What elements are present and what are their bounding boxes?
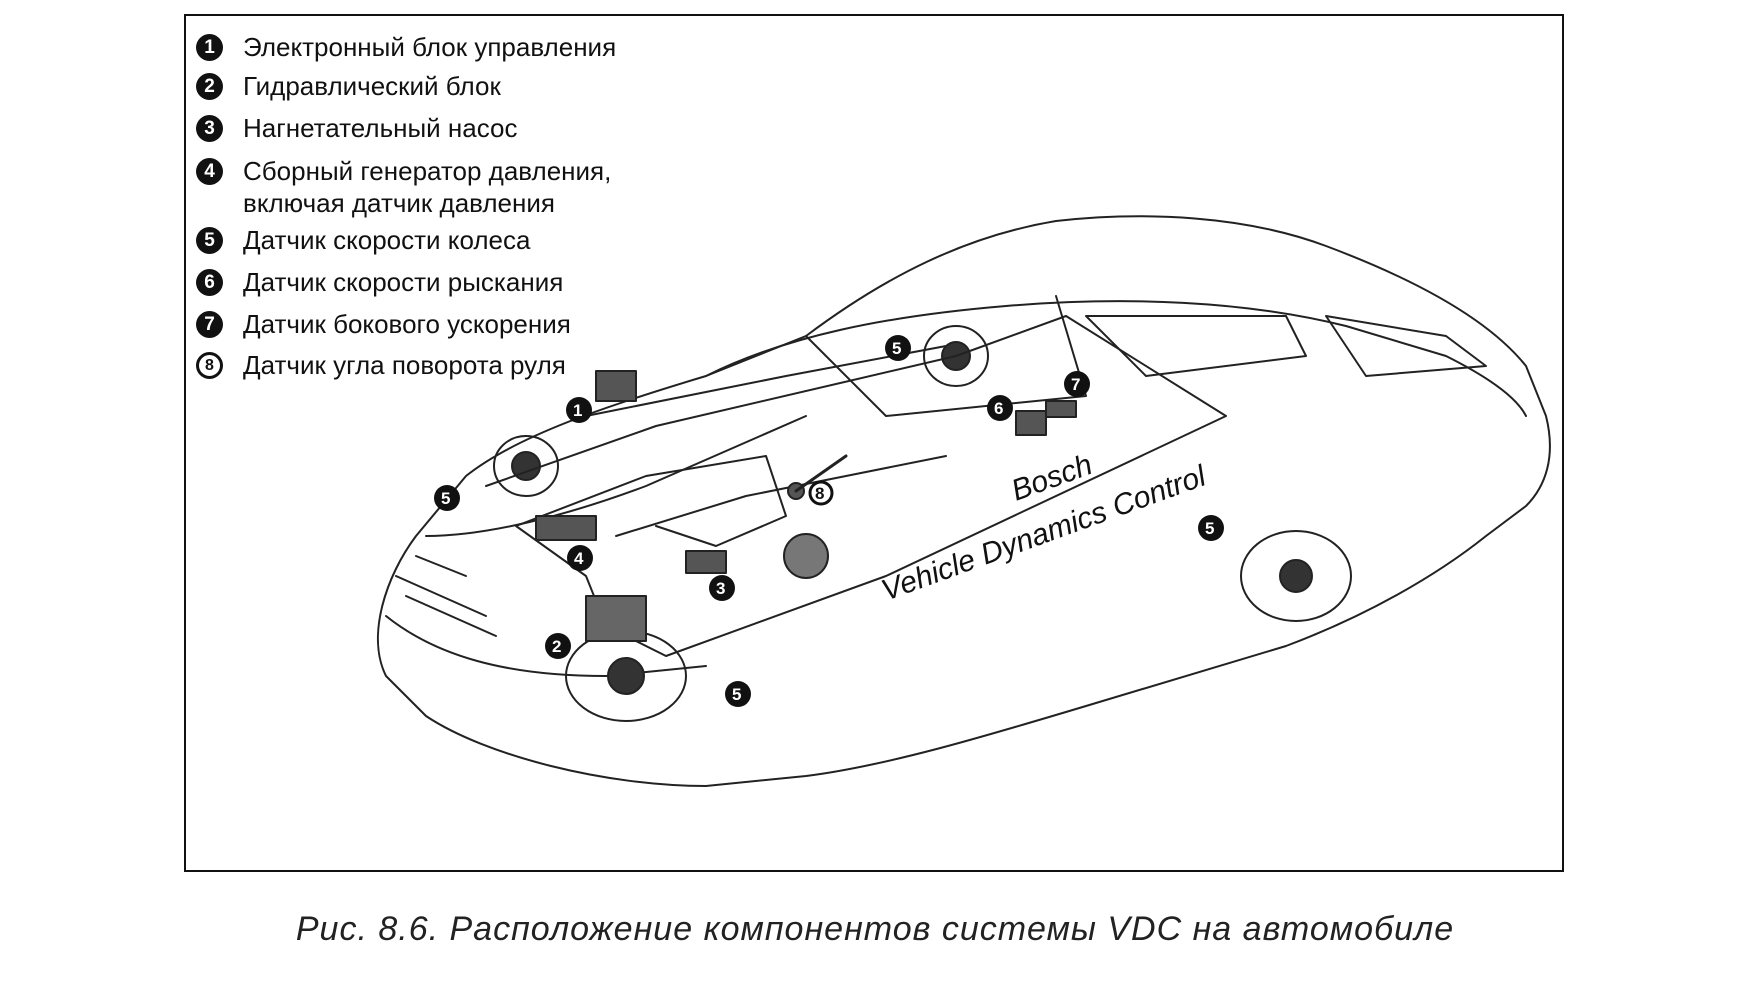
figure-frame — [184, 14, 1564, 872]
legend-item-5: 5 Датчик скорости колеса — [196, 225, 531, 256]
car-bumper — [385, 615, 707, 677]
marker-5-front-right: 5 — [885, 335, 911, 361]
car-hood-line — [425, 415, 807, 537]
legend-item-6: 6 Датчик скорости рыскания — [196, 267, 564, 298]
legend-number-2: 2 — [196, 73, 223, 100]
marker-5d-label: 5 — [1205, 519, 1214, 538]
marker-7-label: 7 — [1071, 375, 1080, 394]
marker-7: 7 — [1064, 371, 1090, 397]
legend-label-2: Гидравлический блок — [243, 71, 501, 101]
legend-item-4: 4 Сборный генератор давления, включая да… — [196, 156, 612, 219]
legend-number-5: 5 — [196, 227, 223, 254]
marker-5-rear-right: 5 — [1198, 515, 1224, 541]
pump-component — [685, 550, 727, 574]
hydraulic-unit-component — [585, 595, 647, 642]
marker-3-label: 3 — [716, 579, 725, 598]
marker-2-label: 2 — [552, 637, 561, 656]
legend-item-8: 8 Датчик угла поворота руля — [196, 350, 566, 381]
legend-item-1: 1 Электронный блок управления — [196, 32, 617, 63]
marker-5-rear-left: 5 — [725, 681, 751, 707]
marker-5b-label: 5 — [441, 489, 450, 508]
marker-4: 4 — [567, 545, 593, 571]
figure-caption: Рис. 8.6. Расположение компонентов систе… — [295, 910, 1455, 948]
legend-label-3: Нагнетательный насос — [243, 113, 518, 143]
legend-number-6: 6 — [196, 269, 223, 296]
front-right-wheel — [493, 435, 559, 497]
legend-item-7: 7 Датчик бокового ускорения — [196, 309, 571, 340]
brake-booster-component — [783, 533, 829, 579]
legend-label-4-line2: включая датчик давления — [243, 188, 555, 218]
car-side-window — [1085, 315, 1307, 377]
marker-5a-label: 5 — [892, 339, 901, 358]
marker-5c-label: 5 — [732, 685, 741, 704]
car-roof — [705, 300, 1527, 417]
marker-1: 1 — [566, 397, 592, 423]
steering-column — [794, 454, 848, 493]
car-rear-window — [1325, 315, 1487, 377]
rear-left-wheel — [923, 325, 989, 387]
legend-label-4-block: Сборный генератор давления, включая датч… — [223, 156, 612, 219]
pressure-generator-component — [535, 515, 597, 541]
legend-item-3: 3 Нагнетательный насос — [196, 113, 518, 144]
lateral-accel-component — [1045, 400, 1077, 418]
legend-label-5: Датчик скорости колеса — [243, 225, 531, 255]
marker-8-label: 8 — [815, 484, 824, 503]
marker-1-label: 1 — [573, 401, 582, 420]
car-grille — [395, 555, 497, 637]
marker-6: 6 — [987, 395, 1013, 421]
legend-number-8: 8 — [196, 352, 223, 379]
legend-number-4: 4 — [196, 158, 223, 185]
car-body-outline — [377, 215, 1551, 787]
marker-2: 2 — [545, 633, 571, 659]
legend-label-8: Датчик угла поворота руля — [243, 350, 566, 380]
marker-3: 3 — [709, 575, 735, 601]
legend-label-6: Датчик скорости рыскания — [243, 267, 564, 297]
marker-4-label: 4 — [574, 549, 584, 568]
rear-right-wheel — [1240, 530, 1352, 622]
yaw-sensor-component — [1015, 410, 1047, 436]
legend-label-1: Электронный блок управления — [243, 32, 617, 62]
car-diagram: Bosch Vehicle Dynamics Control 1 2 3 4 5… — [377, 215, 1551, 787]
legend-label-4: Сборный генератор давления, — [243, 156, 612, 186]
legend-number-1: 1 — [196, 34, 223, 61]
legend-number-3: 3 — [196, 115, 223, 142]
legend-item-2: 2 Гидравлический блок — [196, 71, 501, 102]
marker-6-label: 6 — [994, 399, 1003, 418]
marker-5-front-left: 5 — [434, 485, 460, 511]
ecu-component — [595, 370, 637, 402]
legend-number-7: 7 — [196, 311, 223, 338]
legend-label-7: Датчик бокового ускорения — [243, 309, 571, 339]
marker-8: 8 — [808, 480, 834, 506]
car-windshield — [805, 295, 1087, 417]
